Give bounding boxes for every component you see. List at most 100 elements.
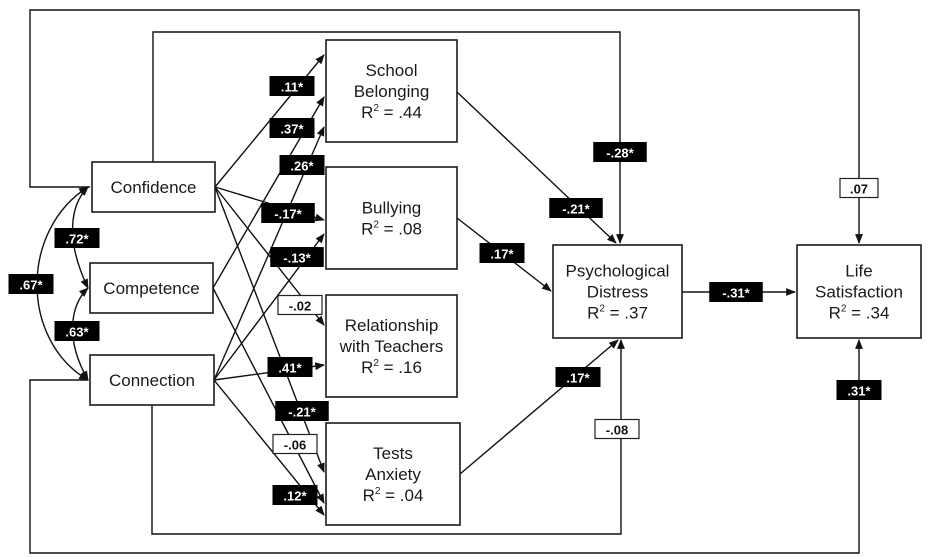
node-competence: Competence [89,262,214,314]
node-label: Belonging [354,82,430,101]
coefficient-box [709,282,763,302]
node-r-squared: R2 = .08 [361,220,422,239]
path-competence-to-school-belonging-coefficient: .37* [269,118,315,138]
coefficient-value: -.08 [606,423,628,438]
node-box [325,422,461,526]
coefficient-value: -.13* [283,251,311,266]
node-label: Life [845,262,872,281]
path-connection-to-life-satisfaction [29,339,863,554]
path-competence-to-tests-anxiety [212,287,325,504]
node-r-squared: R2 = .34 [829,304,890,323]
coefficient-value: -.31* [722,286,750,301]
path-confidence-to-life-satisfaction-coefficient: .07 [839,177,879,199]
coefficient-box [8,274,54,294]
node-box [89,262,214,314]
coefficient-value: .67* [19,278,43,293]
node-box [552,244,683,339]
node-relationship-teachers: Relationship with Teachers R2 = .16 [325,294,458,398]
path-tests-anxiety-to-psychological-distress-coefficient: .17* [555,367,601,387]
coefficient-value: -.02 [289,299,311,314]
coefficient-box [269,118,315,138]
path-psychological-distress-to-life-satisfaction-coefficient: -.31* [709,282,763,302]
node-box [89,354,215,406]
coefficient-value: .63* [65,325,89,340]
path-school-belonging-to-psychological-distress-coefficient: -.21* [549,198,603,218]
node-r-squared: R2 = .04 [363,486,424,505]
node-r-squared: R2 = .37 [587,304,648,323]
coefficient-box [549,198,603,218]
coefficient-value: .12* [283,489,307,504]
path-connection-to-relationship-teachers-coefficient: .41* [267,357,313,377]
path-school-belonging-to-psychological-distress [456,91,617,244]
coefficient-value: .11* [281,80,304,95]
coefficient-value: .72* [65,232,89,247]
coefficient-box [272,485,318,505]
path-connection-to-psychological-distress-coefficient: -.08 [594,418,640,440]
coefficient-value: .41* [278,361,302,376]
node-label: with Teachers [339,337,444,356]
coefficient-box [261,203,315,223]
correlation-confidence-to-competence-coefficient: .72* [54,228,100,248]
coefficient-box [279,155,325,175]
coefficient-value: -.17* [274,207,302,222]
coefficient-box [54,228,100,248]
path-competence-to-tests-anxiety-coefficient: -.06 [272,433,318,455]
node-r-squared: R2 = .44 [361,103,422,122]
node-connection: Connection [89,354,215,406]
correlation-competence-to-connection-coefficient: .63* [54,321,100,341]
coefficient-value: .26* [290,159,314,174]
node-box [796,244,922,339]
coefficient-box [272,433,318,455]
path-bullying-to-psychological-distress-coefficient: .17* [479,243,525,263]
coefficient-box [54,321,100,341]
node-r-squared: R2 = .16 [361,358,422,377]
path-connection-to-tests-anxiety-coefficient: .12* [272,485,318,505]
node-label: Relationship [345,316,439,335]
path-confidence-to-psychological-distress [152,31,624,244]
path-connection-to-life-satisfaction-coefficient: .31* [836,380,882,400]
node-confidence: Confidence [91,161,216,213]
correlation-confidence-to-connection-coefficient: .67* [8,274,54,294]
coefficient-box [479,243,525,263]
node-label: Competence [103,279,199,298]
coefficient-value: .31* [847,384,871,399]
node-label: Confidence [110,178,196,197]
path-confidence-to-tests-anxiety-coefficient: -.21* [275,401,329,421]
path-confidence-to-bullying-coefficient: -.17* [261,203,315,223]
node-box [325,39,458,143]
node-label: Satisfaction [815,283,903,302]
coefficient-box [269,76,315,96]
path-confidence-to-relationship-teachers-coefficient: -.02 [277,294,323,316]
coefficient-box [267,357,313,377]
node-label: Anxiety [365,465,421,484]
node-label: School [366,61,418,80]
path-confidence-to-tests-anxiety [214,186,325,473]
node-label: Bullying [362,199,422,218]
coefficient-box [277,294,323,316]
node-label: Distress [587,283,648,302]
coefficient-box [594,418,640,440]
node-box [325,294,458,398]
labels-layer: .72* .63* .67* .11* .37* .26* -.17* -.13* -.02 .4… [8,76,882,505]
path-connection-to-school-belonging-coefficient: .26* [279,155,325,175]
coefficient-value: .17* [490,247,514,262]
node-box [325,166,458,270]
coefficient-value: .07 [850,182,868,197]
coefficient-value: .17* [566,371,590,386]
coefficient-value: -.06 [284,438,306,453]
coefficient-box [555,367,601,387]
path-connection-to-bullying-coefficient: -.13* [270,247,324,267]
coefficient-box [593,142,647,162]
node-label: Tests [373,444,413,463]
coefficient-value: -.21* [288,405,316,420]
coefficient-value: -.21* [562,202,590,217]
node-label: Connection [109,371,195,390]
node-bullying: Bullying R2 = .08 [325,166,458,270]
coefficient-value: -.28* [606,146,634,161]
node-label: Psychological [566,262,670,281]
